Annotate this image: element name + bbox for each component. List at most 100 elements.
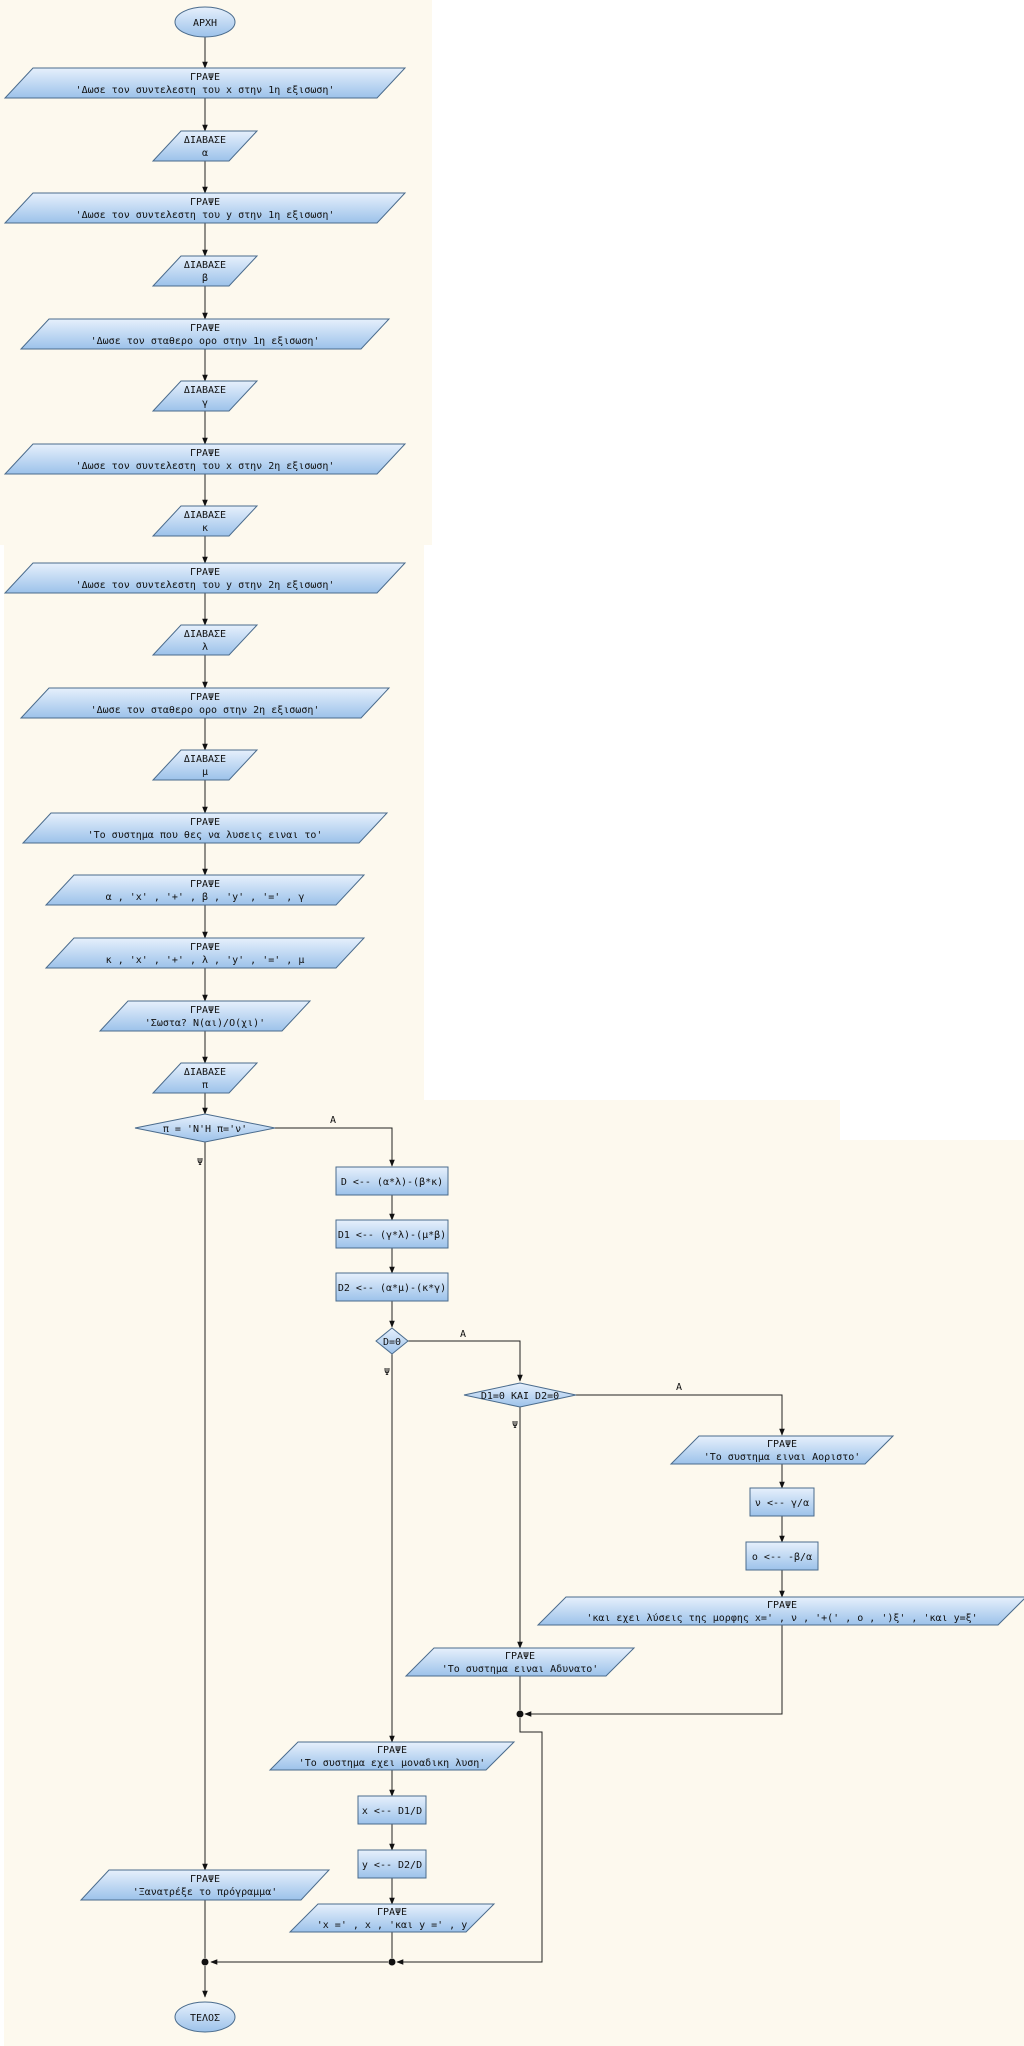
process-shape bbox=[357, 1849, 427, 1879]
node-text: β bbox=[202, 273, 208, 284]
node-text: μ bbox=[202, 767, 208, 778]
keyword-label: ΔΙΑΒΑΣΕ bbox=[184, 754, 226, 765]
process-shape bbox=[749, 1487, 815, 1517]
read-node-p: ΔΙΑΒΑΣΕ π bbox=[151, 1062, 259, 1094]
node-text: 'Δωσε τον σταθερο ορο στην 1η εξισωση' bbox=[91, 336, 320, 347]
node-text: 'και εχει λύσεις της μορφης x=' , ν , '+… bbox=[586, 1612, 977, 1624]
keyword-label: ΓΡΑΨΕ bbox=[190, 1874, 220, 1885]
label-yes-3: Α bbox=[676, 1382, 682, 1393]
node-text: D <-- (α*λ)-(β*κ) bbox=[341, 1177, 443, 1188]
process-shape bbox=[357, 1795, 427, 1825]
arrow-yes-2 bbox=[408, 1340, 523, 1382]
terminal-shape bbox=[174, 2001, 236, 2033]
label-no-1: Ψ bbox=[197, 1157, 203, 1168]
read-node-c: ΔΙΑΒΑΣΕ γ bbox=[151, 380, 259, 412]
node-text: π = 'Ν'Η π='ν' bbox=[163, 1124, 247, 1135]
keyword-label: ΔΙΑΒΑΣΕ bbox=[184, 1067, 226, 1078]
write-node-7: ΓΡΑΨΕ 'Το συστημα που θες να λυσεις ειναι… bbox=[21, 812, 389, 844]
label-no-3: Ψ bbox=[512, 1420, 518, 1431]
write-node-rerun: ΓΡΑΨΕ'Ξανατρέξε το πρόγραμμα' bbox=[79, 1869, 331, 1901]
io-shape bbox=[3, 443, 407, 475]
read-node-b: ΔΙΑΒΑΣΕ β bbox=[151, 255, 259, 287]
label-yes-1: Α bbox=[330, 1115, 336, 1126]
node-text: 'Το συστημα ειναι Αοριστο' bbox=[704, 1452, 861, 1463]
io-shape bbox=[536, 1596, 1024, 1626]
write-node-2: ΓΡΑΨΕ'Δωσε τον συντελεστη του y στην 1η … bbox=[3, 192, 407, 224]
io-shape bbox=[151, 380, 259, 412]
io-shape bbox=[98, 1000, 312, 1032]
io-shape bbox=[79, 1869, 331, 1901]
node-text: γ bbox=[202, 398, 208, 409]
io-shape bbox=[404, 1647, 636, 1677]
keyword-label: ΓΡΑΨΕ bbox=[190, 323, 220, 334]
io-shape bbox=[21, 812, 389, 844]
node-text: ν <-- γ/α bbox=[755, 1498, 809, 1509]
label-yes-2: Α bbox=[460, 1329, 466, 1340]
node-text: 'Δωσε τον σταθερο ορο στην 2η εξισωση' bbox=[91, 705, 320, 716]
arrow-join-down bbox=[396, 1718, 543, 1965]
node-text: α , 'x' , '+' , β , 'y' , '=' , γ bbox=[106, 892, 305, 903]
node-text: 'Δωσε τον συντελεστη του x στην 1η εξισω… bbox=[76, 85, 335, 96]
assign-v: ν <-- γ/α bbox=[749, 1487, 815, 1517]
decision-shape bbox=[463, 1382, 577, 1408]
node-text: D2 <-- (α*μ)-(κ*γ) bbox=[338, 1283, 446, 1294]
node-text: ΤΕΛΟΣ bbox=[190, 2013, 220, 2024]
assign-D1: D1 <-- (γ*λ)-(μ*β) bbox=[335, 1219, 449, 1249]
io-shape bbox=[19, 687, 391, 719]
io-shape bbox=[19, 318, 391, 350]
arrow-12-join bbox=[524, 1625, 783, 1717]
process-shape bbox=[335, 1219, 449, 1249]
node-text: y <-- D2/D bbox=[362, 1860, 422, 1871]
write-node-4: ΓΡΑΨΕ'Δωσε τον συντελεστη του x στην 2η … bbox=[3, 443, 407, 475]
node-text: ΑΡΧΗ bbox=[193, 18, 217, 29]
decision-shape bbox=[375, 1327, 409, 1355]
io-shape bbox=[268, 1741, 516, 1771]
join-dot-right bbox=[388, 1958, 396, 1966]
node-text: D1 <-- (γ*λ)-(μ*β) bbox=[338, 1230, 446, 1241]
keyword-label: ΓΡΑΨΕ bbox=[377, 1907, 407, 1918]
node-text: κ bbox=[202, 523, 208, 534]
canvas-panel-lower bbox=[4, 1100, 840, 1140]
node-text: π bbox=[202, 1080, 208, 1091]
io-shape bbox=[151, 624, 259, 656]
node-text: α bbox=[202, 148, 208, 159]
io-shape bbox=[151, 255, 259, 287]
process-shape bbox=[745, 1541, 819, 1571]
write-node-1: ΓΡΑΨΕ'Δωσε τον συντελεστη του x στην 1η … bbox=[3, 67, 407, 99]
arrow-yes-1 bbox=[275, 1127, 395, 1167]
write-node-3: ΓΡΑΨΕ 'Δωσε τον σταθερο ορο στην 1η εξισω… bbox=[19, 318, 391, 350]
io-shape bbox=[3, 562, 407, 594]
write-node-15: ΓΡΑΨΕ'x =' , x , 'και y =' , y bbox=[288, 1903, 496, 1933]
write-node-6: ΓΡΑΨΕ'Δωσε τον σταθερο ορο στην 2η εξισω… bbox=[19, 687, 391, 719]
keyword-label: ΔΙΑΒΑΣΕ bbox=[184, 260, 226, 271]
io-shape bbox=[669, 1435, 895, 1465]
io-shape bbox=[151, 1062, 259, 1094]
decision-D-zero: D=0 bbox=[375, 1327, 409, 1355]
write-node-10: ΓΡΑΨΕ'Σωστα? Ν(αι)/Ο(χι)' bbox=[98, 1000, 312, 1032]
io-shape bbox=[151, 130, 259, 162]
node-text: 'Δωσε τον συντελεστη του x στην 2η εξισω… bbox=[76, 461, 335, 472]
node-text: 'Το συστημα που θες να λυσεις ειναι το' bbox=[88, 830, 323, 841]
keyword-label: ΔΙΑΒΑΣΕ bbox=[184, 385, 226, 396]
decision-answer: π = 'Ν'Η π='ν' bbox=[134, 1113, 276, 1143]
keyword-label: ΓΡΑΨΕ bbox=[190, 817, 220, 828]
write-node-14: ΓΡΑΨΕ'Το συστημα εχει μοναδικη λυση' bbox=[268, 1741, 516, 1771]
assign-y: y <-- D2/D bbox=[357, 1849, 427, 1879]
assign-D: D <-- (α*λ)-(β*κ) bbox=[335, 1166, 449, 1196]
node-text: 'Ξανατρέξε το πρόγραμμα' bbox=[133, 1886, 278, 1898]
keyword-label: ΓΡΑΨΕ bbox=[190, 197, 220, 208]
connectors bbox=[201, 37, 785, 1998]
start-terminal: ΑΡΧΗ bbox=[174, 6, 236, 38]
io-shape bbox=[151, 505, 259, 537]
join-dot-left bbox=[201, 1958, 209, 1966]
io-shape bbox=[3, 192, 407, 224]
write-node-13: ΓΡΑΨΕ'Το συστημα ειναι Αδυνατο' bbox=[404, 1647, 636, 1677]
read-node-m: ΔΙΑΒΑΣΕ μ bbox=[151, 749, 259, 781]
io-shape bbox=[3, 67, 407, 99]
